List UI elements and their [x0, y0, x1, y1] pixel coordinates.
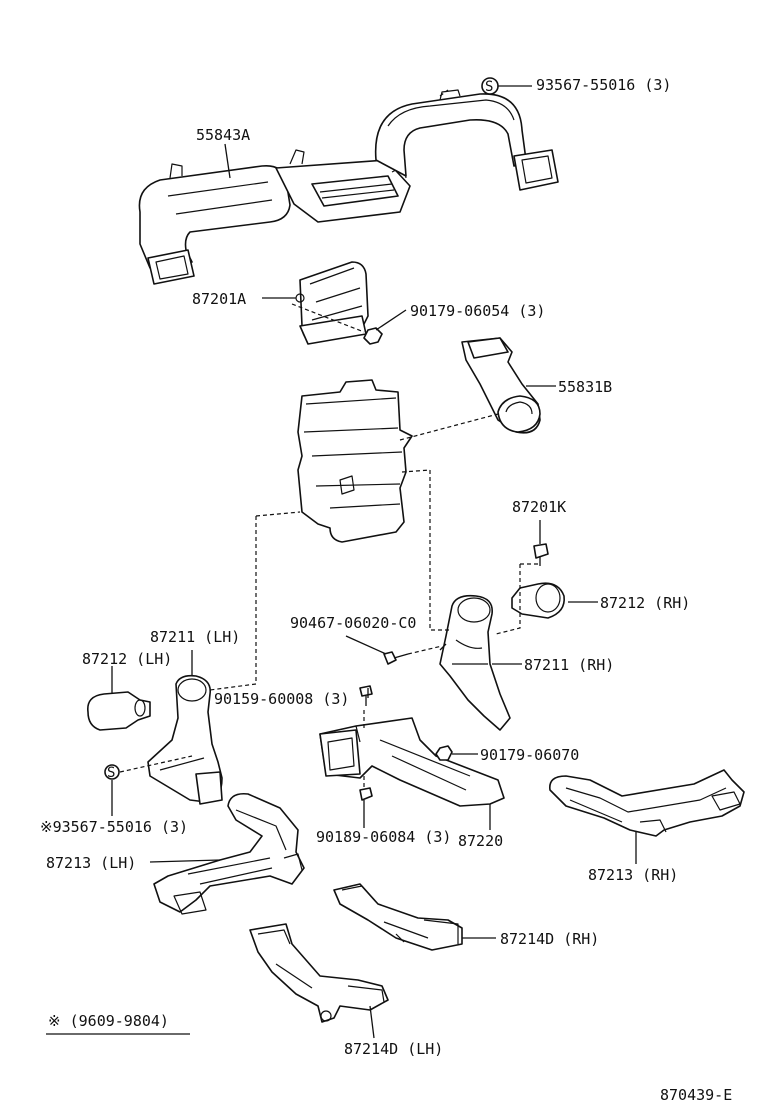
label-93567-55016-top: 93567-55016 (3) — [536, 76, 671, 94]
nut-90179-06070-icon — [435, 745, 453, 761]
duct-87213-lh — [153, 792, 305, 915]
label-87214d-rh: 87214D (RH) — [500, 930, 599, 948]
duct-87213-rh — [549, 769, 745, 837]
duct-87214d-lh — [249, 923, 389, 1023]
part-labels: 93567-55016 (3) 55843A 87201A 90179-0605… — [40, 76, 732, 1104]
s-symbol-top: S — [485, 79, 493, 95]
reference-code: 870439-E — [660, 1086, 732, 1104]
screw-90467-06020-c0-icon — [383, 651, 409, 665]
label-93567-55016-lh: ※93567-55016 (3) — [40, 818, 188, 836]
label-87211-rh: 87211 (RH) — [524, 656, 614, 674]
connector-87212-rh — [511, 582, 565, 619]
label-87201k: 87201K — [512, 498, 566, 516]
label-55831b: 55831B — [558, 378, 612, 396]
dashed-connectors — [119, 89, 540, 790]
clip-90189-06084-icon — [359, 787, 373, 801]
label-90179-06054: 90179-06054 (3) — [410, 302, 545, 320]
duct-87214d-rh — [333, 883, 463, 951]
label-90179-06070: 90179-06070 — [480, 746, 579, 764]
label-87201a: 87201A — [192, 290, 246, 308]
label-55843a: 55843A — [196, 126, 250, 144]
duct-55831b — [461, 337, 541, 434]
screw-90159-60008-icon — [359, 685, 373, 706]
duct-87211-rh — [439, 594, 511, 731]
heater-unit — [297, 379, 413, 543]
label-87220: 87220 — [458, 832, 503, 850]
label-90467-06020-c0: 90467-06020-C0 — [290, 614, 416, 632]
clip-93567-55016-top-icon: S — [481, 77, 499, 95]
label-87214d-lh: 87214D (LH) — [344, 1040, 443, 1058]
register-87201a — [295, 261, 369, 345]
label-87212-rh: 87212 (RH) — [600, 594, 690, 612]
s-symbol-lh: S — [107, 765, 115, 781]
label-87213-lh: 87213 (LH) — [46, 854, 136, 872]
leader-lines — [46, 85, 637, 1039]
label-87212-lh: 87212 (LH) — [82, 650, 172, 668]
nut-90179-06054-icon — [363, 327, 383, 345]
bolt-87201k-icon — [533, 543, 549, 566]
duct-55843a — [138, 89, 559, 285]
label-87211-lh: 87211 (LH) — [150, 628, 240, 646]
label-90189-06084: 90189-06084 (3) — [316, 828, 451, 846]
duct-87220 — [319, 717, 505, 807]
label-90159-60008: 90159-60008 (3) — [214, 690, 349, 708]
note-range: ※ (9609-9804) — [48, 1012, 169, 1030]
label-87213-rh: 87213 (RH) — [588, 866, 678, 884]
connector-87212-lh — [87, 691, 151, 731]
clip-93567-55016-lh-icon: S — [104, 764, 120, 781]
duct-87211-lh — [147, 674, 223, 805]
